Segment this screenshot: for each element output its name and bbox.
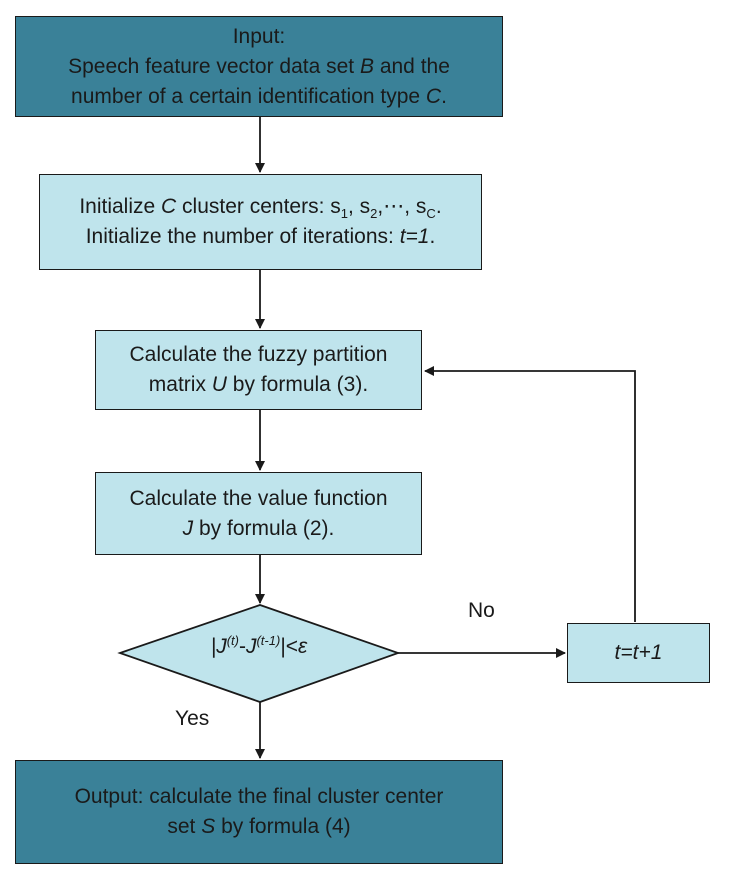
arrow-update-to-fuzzy: [424, 366, 636, 622]
fuzzy-line-2: matrix U by formula (3).: [148, 373, 369, 396]
yes-label: Yes: [175, 707, 210, 730]
decision-diamond: [117, 604, 401, 703]
value-line-2: J by formula (2).: [182, 516, 335, 540]
iteration-update-box: t=t+1: [567, 623, 710, 683]
fuzzy-line-1: Calculate the fuzzy partition: [129, 343, 388, 366]
input-line-2: Speech feature vector data set B and the: [68, 54, 450, 78]
init-line-1: Initialize C cluster centers: s1, s2,⋯, …: [79, 195, 442, 222]
init-line-2: Initialize the number of iterations: t=1…: [85, 225, 436, 248]
output-line-1: Output: calculate the final cluster cent…: [74, 785, 444, 808]
fuzzy-partition-box: Calculate the fuzzy partition matrix U b…: [95, 330, 422, 410]
input-line-1: Input:: [232, 24, 286, 48]
value-line-1: Calculate the value function: [129, 486, 388, 510]
no-label: No: [468, 599, 495, 622]
input-line-3: number of a certain identification type …: [71, 84, 447, 108]
convergence-condition: |J(t)-J(t-1)|<ε: [210, 633, 308, 658]
init-box: Initialize C cluster centers: s1, s2,⋯, …: [39, 174, 482, 270]
value-function-box: Calculate the value function J by formul…: [95, 472, 422, 555]
update-text: t=t+1: [614, 641, 663, 664]
output-box: Output: calculate the final cluster cent…: [15, 760, 503, 864]
output-line-2: set S by formula (4): [167, 815, 351, 838]
input-box: Input: Speech feature vector data set B …: [15, 16, 503, 117]
